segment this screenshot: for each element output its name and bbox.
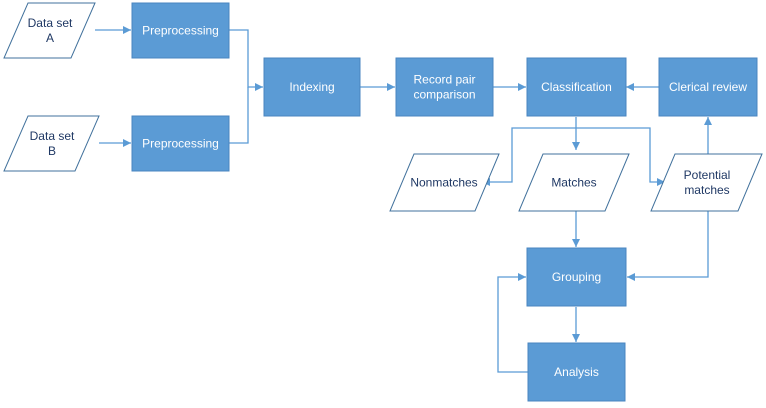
- nonmatches-node: Nonmatches: [389, 153, 500, 212]
- record-pair-comparison-label-line-1: Record pair: [413, 73, 475, 87]
- classification-node: Classification: [526, 57, 627, 117]
- connector-preprocessing-b-to-indexing: [229, 87, 249, 144]
- preprocessing-b-node: Preprocessing: [131, 115, 230, 172]
- classification-label-line-1: Classification: [541, 80, 612, 94]
- indexing-label-line-1: Indexing: [289, 80, 334, 94]
- connector-classification-to-nonmatches: [482, 127, 576, 186]
- nonmatches-label-line-1: Nonmatches: [410, 176, 477, 190]
- connector-analysis-to-grouping: [497, 273, 528, 373]
- grouping-label: Grouping: [552, 270, 601, 284]
- preprocessing-b-label-line-1: Preprocessing: [142, 137, 219, 151]
- clerical-review-label-line-1: Clerical review: [669, 80, 747, 94]
- connector-potential-matches-to-grouping: [627, 211, 709, 281]
- grouping-node: Grouping: [526, 247, 627, 307]
- preprocessing-a-label-line-1: Preprocessing: [142, 24, 219, 38]
- nonmatches-label: Nonmatches: [410, 176, 477, 190]
- analysis-label-line-1: Analysis: [554, 365, 599, 379]
- data-set-a-label-line-2: A: [46, 31, 54, 45]
- matches-node: Matches: [518, 153, 630, 212]
- data-set-b-label-line-1: Data set: [30, 129, 75, 143]
- indexing-label: Indexing: [289, 80, 334, 94]
- clerical-review-label: Clerical review: [669, 80, 747, 94]
- grouping-label-line-1: Grouping: [552, 270, 601, 284]
- preprocessing-b-label: Preprocessing: [142, 137, 219, 151]
- data-set-a-label-line-1: Data set: [28, 16, 73, 30]
- preprocessing-a-node: Preprocessing: [131, 2, 230, 59]
- potential-matches-label-line-2: matches: [684, 183, 729, 197]
- matches-label: Matches: [551, 176, 596, 190]
- clerical-review-node: Clerical review: [658, 57, 758, 117]
- data-set-b-label-line-2: B: [48, 144, 56, 158]
- indexing-node: Indexing: [263, 57, 361, 117]
- preprocessing-a-label: Preprocessing: [142, 24, 219, 38]
- connector-classification-to-potential-matches: [576, 127, 665, 186]
- matches-label-line-1: Matches: [551, 176, 596, 190]
- record-pair-comparison-label-line-2: comparison: [413, 88, 475, 102]
- analysis-label: Analysis: [554, 365, 599, 379]
- potential-matches-label-line-1: Potential: [684, 168, 731, 182]
- analysis-node: Analysis: [527, 342, 626, 402]
- connector-preprocessing-a-to-indexing: [229, 29, 263, 91]
- classification-label: Classification: [541, 80, 612, 94]
